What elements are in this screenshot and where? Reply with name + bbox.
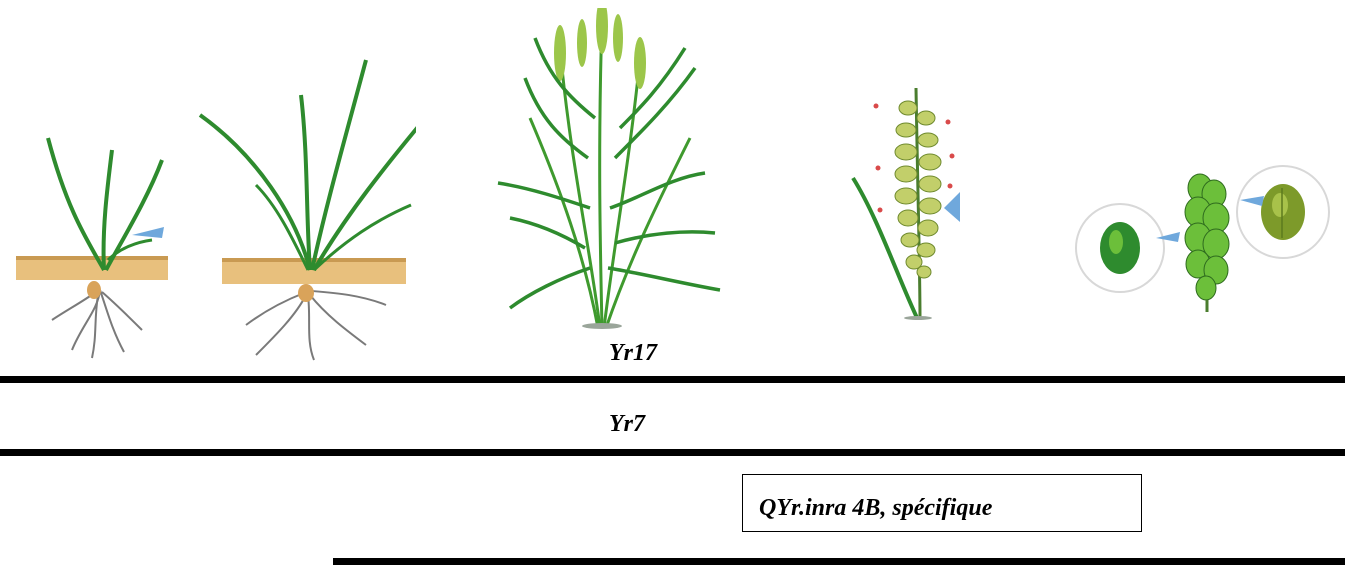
qyr-bar	[333, 558, 1345, 565]
yr7-label: Yr7	[609, 411, 645, 438]
yr7-bar	[0, 449, 1345, 456]
qyr-label: QYr.inra 4B, spécifique	[759, 495, 992, 522]
tillering-plant-icon	[196, 55, 416, 365]
yr17-label: Yr17	[609, 340, 657, 367]
heading-plant-icon	[490, 8, 730, 330]
qyr-box: QYr.inra 4B, spécifique	[742, 474, 1142, 532]
grain-fill-icon	[1070, 160, 1340, 315]
seedling-icon	[12, 130, 172, 360]
flowering-ear-icon	[848, 88, 968, 320]
yr17-bar	[0, 376, 1345, 383]
